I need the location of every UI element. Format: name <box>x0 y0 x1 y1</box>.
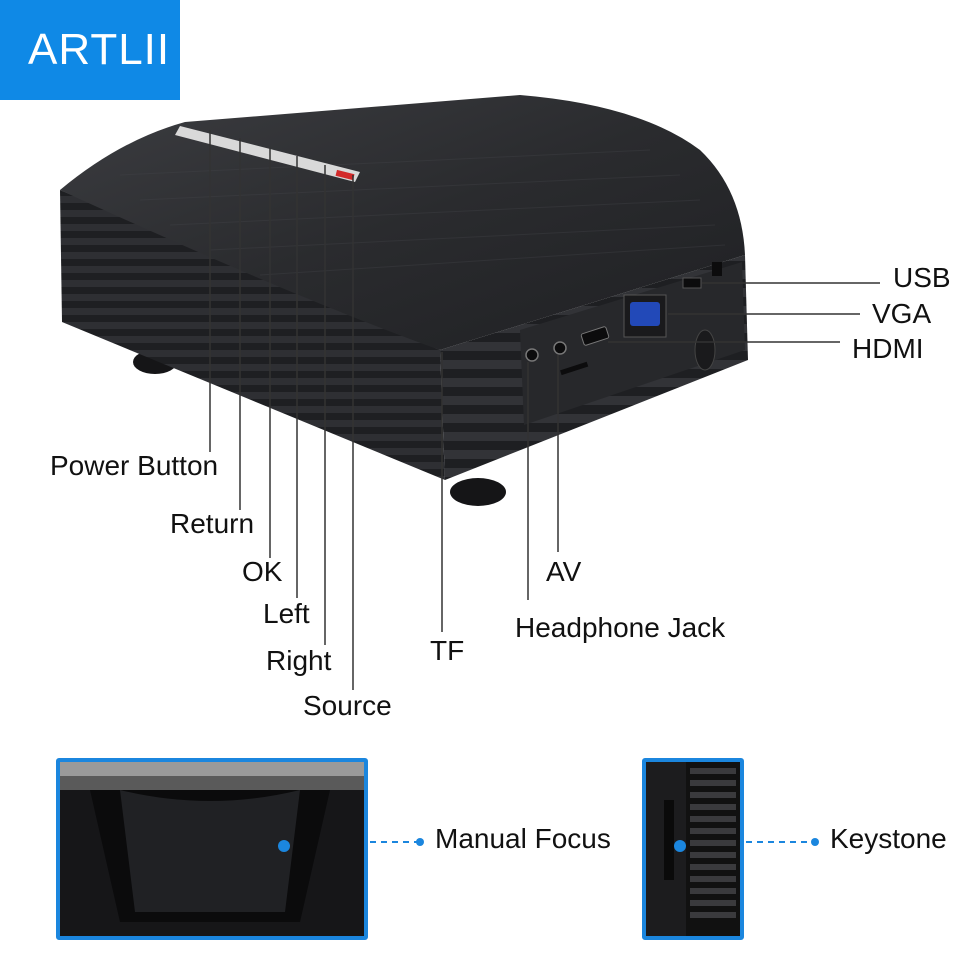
projector-top-surface <box>60 95 745 350</box>
power-button-label: Power Button <box>50 450 219 481</box>
tf-label: TF <box>430 635 465 666</box>
focus-ring-image <box>60 762 364 936</box>
manual-focus-inset <box>56 758 368 940</box>
leader-dot <box>811 838 819 846</box>
return-label: Return <box>170 508 255 539</box>
keystone-label: Keystone <box>830 823 947 854</box>
headphone-jack-label: Headphone Jack <box>515 612 726 643</box>
control-strip <box>175 126 360 182</box>
leader-dot <box>416 838 424 846</box>
keystone-inset <box>642 758 744 940</box>
usb-port <box>682 277 702 289</box>
manual-focus-label: Manual Focus <box>435 823 611 854</box>
front-vent-panel <box>60 190 445 480</box>
port-panel <box>520 262 745 425</box>
usb-label: USB <box>893 262 951 293</box>
projector-foot <box>450 478 506 506</box>
keystone-wheel <box>694 329 716 371</box>
source-label: Source <box>303 690 392 721</box>
hdmi-label: HDMI <box>852 333 924 364</box>
headphone-port <box>525 348 539 362</box>
vga-label: VGA <box>872 298 932 329</box>
brushed-texture <box>119 149 726 276</box>
keystone-wheel-image <box>646 762 740 936</box>
brand-logo: ARTLII <box>0 0 180 100</box>
av-port <box>553 341 567 355</box>
hdmi-port <box>580 326 610 346</box>
tf-slot <box>560 361 589 376</box>
av-label: AV <box>546 556 582 587</box>
power-indicator <box>335 169 355 181</box>
leader-lines <box>209 130 880 690</box>
right-label: Right <box>266 645 332 676</box>
power-jack <box>712 262 722 276</box>
vga-port <box>630 302 660 326</box>
left-label: Left <box>263 598 310 629</box>
ok-label: OK <box>242 556 283 587</box>
